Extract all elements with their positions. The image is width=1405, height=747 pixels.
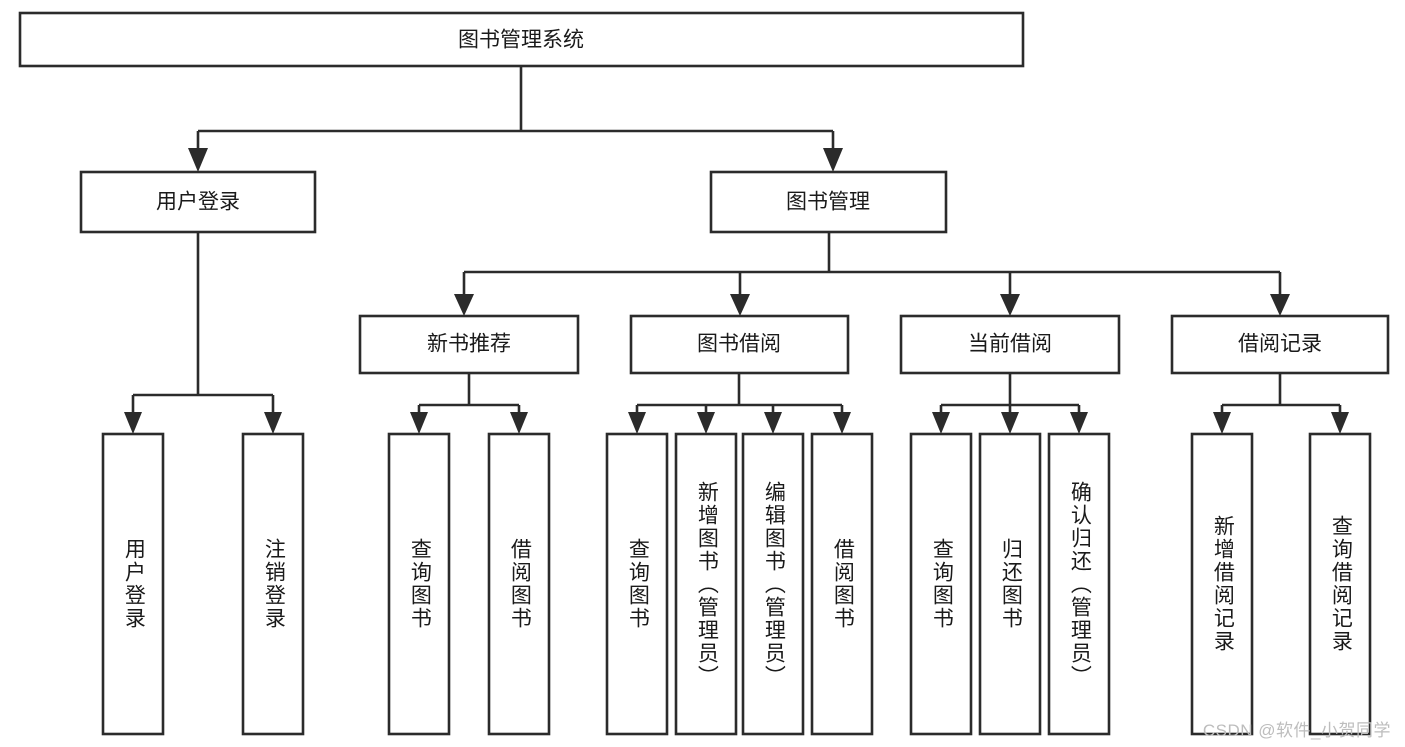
node-leaf-query-book-2-box[interactable]	[605, 432, 669, 736]
arrow-head-leaf-user-login	[124, 412, 142, 434]
node-leaf-query-record-box[interactable]	[1308, 432, 1372, 736]
arrow-head-current-borrow	[1000, 294, 1020, 316]
arrow-heads	[124, 148, 1349, 434]
node-book-borrow-box[interactable]	[629, 314, 850, 375]
node-boxes	[18, 11, 1390, 736]
arrow-head-leaf-add-book	[697, 412, 715, 434]
arrow-head-leaf-add-record	[1213, 412, 1231, 434]
node-user-login-box[interactable]	[79, 170, 317, 234]
arrow-head-leaf-borrow-book-1	[510, 412, 528, 434]
node-leaf-add-record-box[interactable]	[1190, 432, 1254, 736]
node-root-box[interactable]	[18, 11, 1025, 68]
arrow-head-book-manage	[823, 148, 843, 172]
node-leaf-user-login-box[interactable]	[101, 432, 165, 736]
watermark-text: CSDN @软件_小贺同学	[1202, 721, 1391, 740]
node-leaf-edit-book-box[interactable]	[741, 432, 805, 736]
node-leaf-confirm-return-box[interactable]	[1047, 432, 1111, 736]
arrow-head-leaf-return-book	[1001, 412, 1019, 434]
arrow-head-leaf-query-book-3	[932, 412, 950, 434]
node-new-book-recommend-label: 新书推荐	[427, 333, 511, 356]
arrow-head-leaf-query-book-1	[410, 412, 428, 434]
node-leaf-borrow-book-2-box[interactable]	[810, 432, 874, 736]
node-new-book-recommend-box[interactable]	[358, 314, 580, 375]
arrow-head-user-login	[188, 148, 208, 172]
node-current-borrow-label: 当前借阅	[968, 333, 1052, 356]
arrow-head-leaf-query-book-2	[628, 412, 646, 434]
node-leaf-borrow-book-1-box[interactable]	[487, 432, 551, 736]
node-leaf-add-book-box[interactable]	[674, 432, 738, 736]
arrow-head-book-borrow	[730, 294, 750, 316]
node-leaf-return-book-box[interactable]	[978, 432, 1042, 736]
arrow-head-leaf-edit-book	[764, 412, 782, 434]
arrow-head-leaf-query-record	[1331, 412, 1349, 434]
node-book-manage-label: 图书管理	[786, 191, 870, 214]
arrow-head-new-book-recommend	[454, 294, 474, 316]
node-leaf-query-book-3-box[interactable]	[909, 432, 973, 736]
node-current-borrow-box[interactable]	[899, 314, 1121, 375]
node-borrow-record-box[interactable]	[1170, 314, 1390, 375]
arrow-head-leaf-borrow-book-2	[833, 412, 851, 434]
node-root-label: 图书管理系统	[458, 29, 584, 52]
node-leaf-logout-box[interactable]	[241, 432, 305, 736]
node-user-login-label: 用户登录	[156, 191, 240, 214]
arrow-head-borrow-record	[1270, 294, 1290, 316]
node-book-borrow-label: 图书借阅	[697, 333, 781, 356]
arrow-head-leaf-confirm-return	[1070, 412, 1088, 434]
arrow-head-leaf-logout	[264, 412, 282, 434]
node-borrow-record-label: 借阅记录	[1238, 333, 1322, 356]
node-book-manage-box[interactable]	[709, 170, 948, 234]
node-leaf-query-book-1-box[interactable]	[387, 432, 451, 736]
node-labels-horizontal: 图书管理系统 用户登录 图书管理 新书推荐 图书借阅 当前借阅 借阅记录	[156, 29, 1322, 356]
